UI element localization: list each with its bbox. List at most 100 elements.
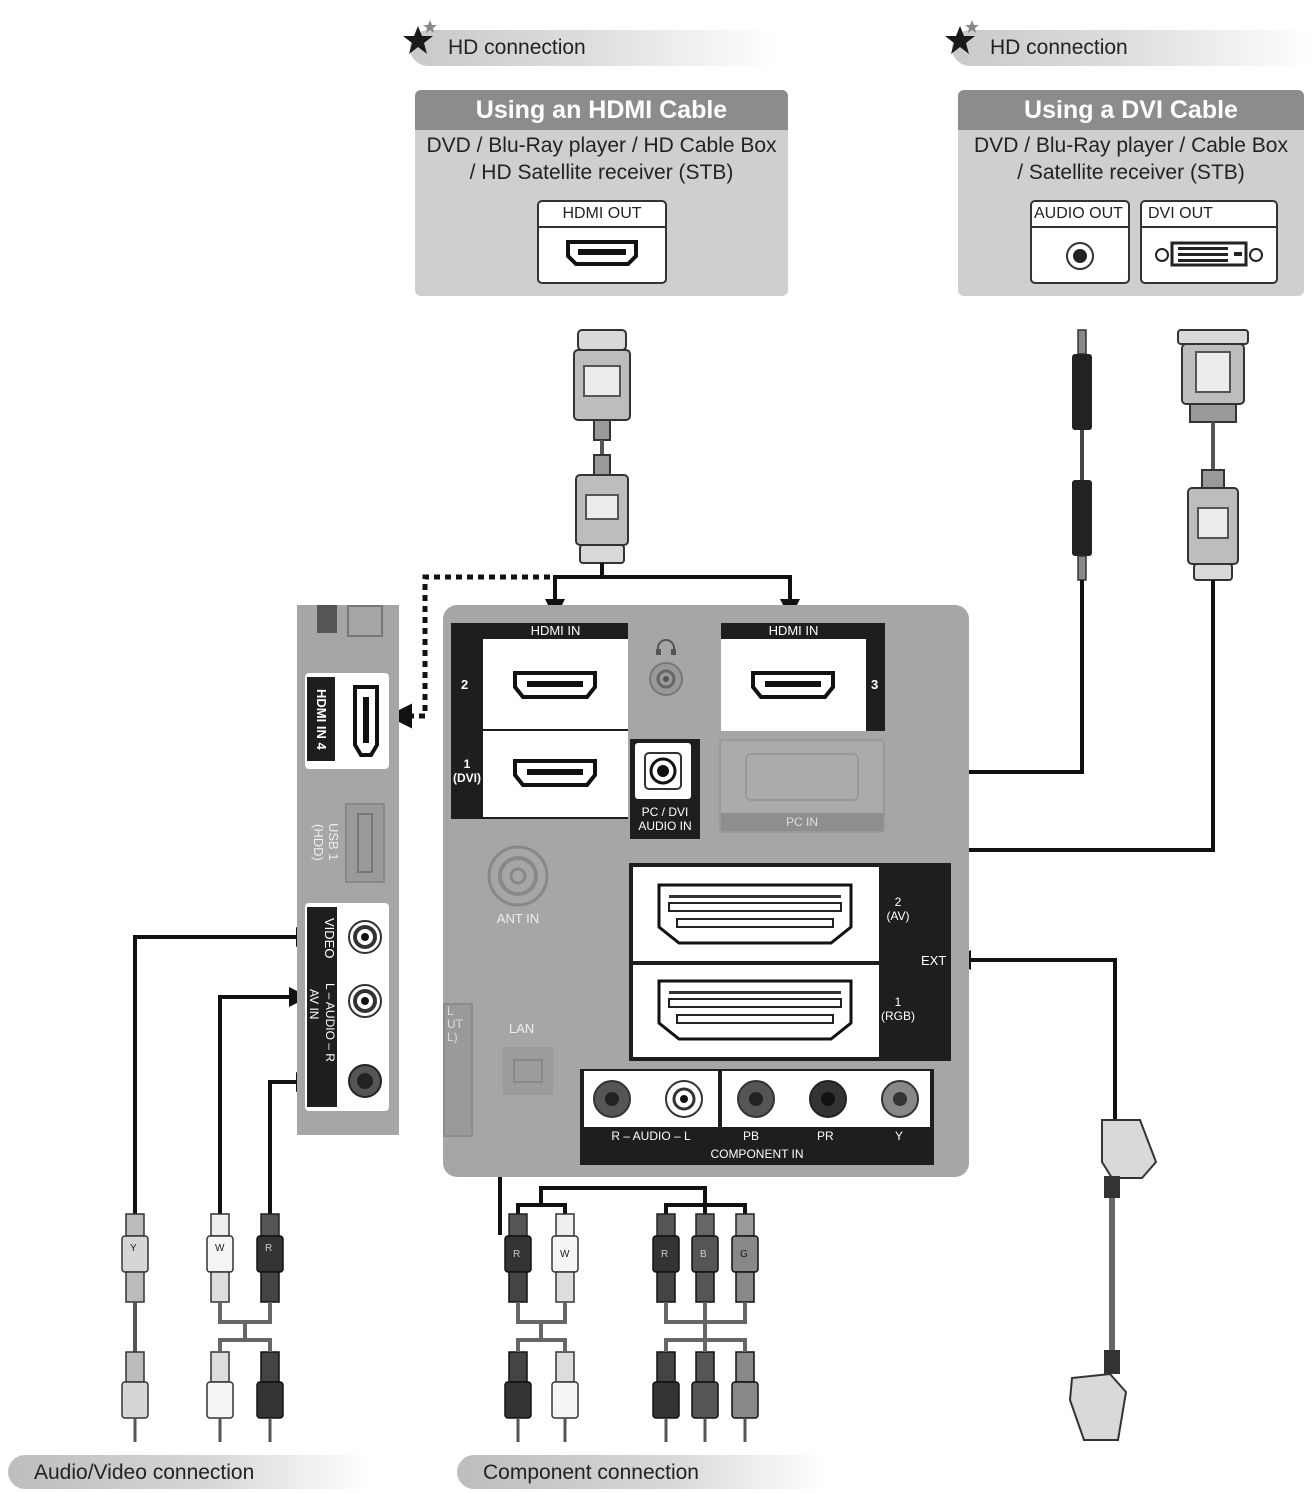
rca-plug-component-audio-w [551, 1213, 579, 1442]
hdmi-source-device: Using an HDMI Cable DVD / Blu-Ray player… [415, 90, 788, 296]
tv-side-panel: HDMI IN 4 USB 1 (HDD) VIDEO AV IN L – AU… [297, 605, 399, 1135]
hdmi-3-number: 3 [871, 677, 879, 692]
video-jack[interactable] [347, 919, 383, 955]
audio-minijack-plug [1072, 329, 1092, 581]
hd-connection-right-banner: HD connection [952, 30, 1314, 66]
hdmi-device-line1: DVD / Blu-Ray player / HD Cable Box [426, 134, 777, 157]
av-in-label-strip [307, 907, 337, 1107]
scart-2-av-port[interactable] [633, 867, 879, 961]
audio-out-label: AUDIO OUT [1032, 202, 1128, 228]
audio-lr-label: L – AUDIO – R [323, 983, 337, 1062]
component-connection-footer: Component connection [457, 1455, 827, 1489]
pc-dvi-audio-jack[interactable] [635, 743, 691, 799]
scart-plug [1068, 1119, 1158, 1441]
dvi-cable-plug [1177, 329, 1249, 581]
rca-plug-component-audio-r [504, 1213, 532, 1442]
partial-side-text: L UT L) [447, 1004, 463, 1044]
plug-letter-y: Y [130, 1243, 137, 1254]
pc-in-label: PC IN [721, 813, 883, 831]
scart-connector-icon [657, 979, 853, 1041]
hdmi-in-right-label: HDMI IN [768, 623, 819, 638]
audio-left-jack[interactable] [347, 983, 383, 1019]
hdmi-cable-plug-top [573, 329, 631, 564]
dvi-device-title: Using a DVI Cable [958, 90, 1304, 130]
usb-top-port [317, 605, 337, 633]
plug-letter-b-video: B [700, 1249, 707, 1260]
ant-in-label: ANT IN [496, 911, 540, 926]
scart-2-av-label: 2 (AV) [886, 895, 910, 923]
plug-letter-g-video: G [740, 1249, 748, 1260]
dvi-out-label: DVI OUT [1142, 202, 1276, 228]
tv-rear-panel: HDMI IN 2 1 (DVI) HDMI IN 3 [443, 605, 969, 1177]
lan-port[interactable] [503, 1047, 553, 1095]
component-y-jack [881, 1080, 919, 1118]
dvi-port-icon [1155, 241, 1263, 267]
component-audio-l-jack [665, 1080, 703, 1118]
rca-plug-y-top [121, 1213, 149, 1442]
usb-hdd-label: USB 1 (HDD) [311, 823, 341, 861]
dvi-out-port: DVI OUT [1140, 200, 1278, 284]
plug-letter-r: R [265, 1243, 273, 1254]
plug-letter-r-video: R [661, 1249, 669, 1260]
hdmi-1-dvi-number: 1 (DVI) [453, 757, 481, 785]
hdmi-device-title: Using an HDMI Cable [415, 90, 788, 130]
plug-letter-r-component: R [513, 1249, 521, 1260]
hdmi-device-description: DVD / Blu-Ray player / HD Cable Box / HD… [415, 132, 788, 186]
hd-connection-left-banner: HD connection [410, 30, 780, 66]
lan-label: LAN [509, 1021, 535, 1036]
pc-dvi-audio-label: PC / DVI AUDIO IN [638, 805, 692, 833]
pc-in-connector [745, 753, 859, 801]
rca-plug-component-video-g [731, 1213, 759, 1442]
dvi-source-device: Using a DVI Cable DVD / Blu-Ray player /… [958, 90, 1304, 296]
hdmi-1-port[interactable] [483, 731, 628, 817]
component-jacks-layer [593, 1080, 919, 1118]
pc-in-port[interactable]: PC IN [719, 739, 885, 833]
video-label: VIDEO [322, 917, 337, 959]
audio-jack-icon [644, 752, 682, 790]
hdmi-2-port[interactable] [483, 639, 628, 729]
scart-1-rgb-label: 1 (RGB) [881, 995, 915, 1023]
hdmi-out-port: HDMI OUT [537, 200, 667, 284]
hd-connection-left-label: HD connection [448, 36, 586, 59]
hdmi-in-left-label: HDMI IN [530, 623, 581, 638]
plug-letter-w-component: W [560, 1249, 570, 1260]
hdmi-out-label: HDMI OUT [539, 202, 665, 228]
audio-jack-icon [1066, 242, 1094, 270]
usb-top-slot [347, 605, 383, 637]
hd-connection-right-label: HD connection [990, 36, 1128, 59]
component-y-label: Y [895, 1129, 904, 1143]
component-pr-label: PR [817, 1129, 834, 1143]
headphone-icon [656, 639, 676, 655]
ext-label: EXT [921, 953, 947, 968]
component-audio-label: R – AUDIO – L [611, 1129, 691, 1143]
headphone-jack[interactable] [648, 661, 684, 697]
component-pb-jack [809, 1080, 847, 1118]
hdmi-3-port[interactable] [721, 639, 866, 731]
hdmi-port-icon [513, 759, 597, 787]
antenna-in-port[interactable] [487, 845, 549, 907]
av-connection-footer: Audio/Video connection [8, 1455, 370, 1489]
hdmi-device-line2: / HD Satellite receiver (STB) [469, 161, 734, 184]
hdmi-port-icon [353, 685, 379, 757]
scart-1-rgb-port[interactable] [633, 965, 879, 1057]
hdmi-port-icon [751, 671, 835, 699]
star-icon [403, 20, 437, 54]
component-audio-r-jack [593, 1080, 631, 1118]
dvi-device-line1: DVD / Blu-Ray player / Cable Box [974, 134, 1288, 157]
av-in-label: AV IN [307, 989, 321, 1020]
audio-right-jack[interactable] [347, 1063, 383, 1099]
star-icon [945, 20, 979, 54]
hdmi-in-4-port[interactable]: HDMI IN 4 [305, 673, 389, 769]
component-pb-label: PB [743, 1129, 760, 1143]
partial-side-label: L UT L) [443, 1003, 473, 1137]
hdmi-2-number: 2 [461, 677, 469, 692]
hdmi-port-icon [566, 240, 638, 266]
audio-out-port: AUDIO OUT [1030, 200, 1130, 284]
rca-plug-r-top [256, 1213, 284, 1442]
component-in-label: COMPONENT IN [710, 1147, 804, 1161]
av-in-block: VIDEO AV IN L – AUDIO – R [305, 903, 389, 1111]
hdmi-port-icon [513, 671, 597, 699]
component-connection-label: Component connection [483, 1461, 699, 1484]
usb-hdd-port[interactable] [345, 803, 385, 883]
